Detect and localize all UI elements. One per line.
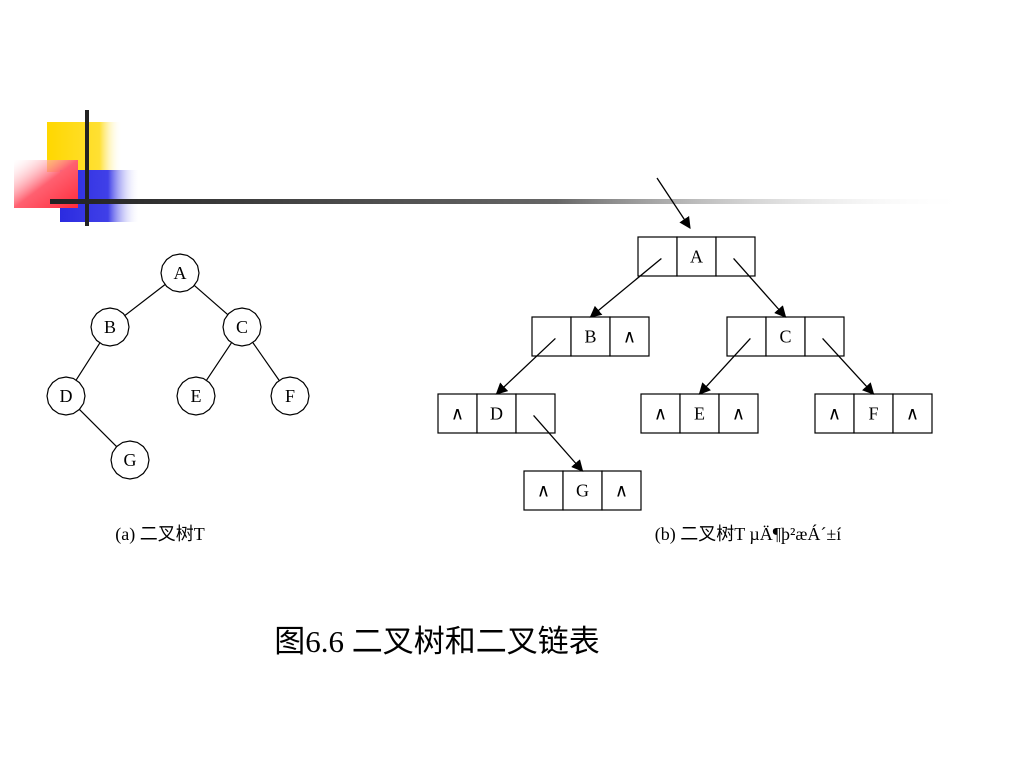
link-arrow-b-d [495, 337, 556, 395]
tree-node-e [176, 376, 216, 416]
left-pointer-value: ∧ [537, 481, 550, 501]
linked-node-data-cell [765, 316, 806, 357]
left-pointer-value: ∧ [654, 404, 667, 424]
tree-node-b [90, 307, 130, 347]
decor-vertical-bar [85, 110, 89, 226]
linked-node-left-cell [531, 316, 572, 357]
linked-list-caption: (b) 二叉树T µÄ¶þ²æÁ´±í [655, 523, 841, 545]
linked-node-a: A [637, 236, 756, 277]
left-pointer-value: ∧ [828, 404, 841, 424]
linked-node-data-cell [679, 393, 720, 434]
tree-node-f [270, 376, 310, 416]
linked-node-right-cell [892, 393, 933, 434]
tree-edge-b-d [75, 342, 101, 381]
tree-node-g [110, 440, 150, 480]
linked-node-right-cell [718, 393, 759, 434]
slide-decoration [14, 110, 970, 226]
node-data-label: C [779, 327, 791, 347]
tree-node-label: G [124, 450, 137, 470]
tree-node-label: E [191, 386, 202, 406]
right-pointer-value: ∧ [615, 481, 628, 501]
node-data-label: A [690, 247, 703, 267]
linked-node-e: ∧ E ∧ [640, 393, 759, 434]
node-data-label: B [584, 327, 596, 347]
linked-node-g: ∧ G ∧ [523, 470, 642, 511]
linked-node-left-cell [726, 316, 767, 357]
right-pointer-value: ∧ [732, 404, 745, 424]
linked-node-right-cell [804, 316, 845, 357]
tree-edge-c-e [206, 342, 232, 381]
linked-node-b: B∧ [531, 316, 650, 357]
figure-title: 图6.6 二叉树和二叉链表 [274, 624, 600, 659]
linked-node-right-cell [601, 470, 642, 511]
tree-edge-a-b [124, 284, 166, 316]
node-data-label: D [490, 404, 503, 424]
link-arrow-c-f [822, 338, 875, 395]
binary-tree-diagram: A B C D E F G [46, 253, 310, 480]
tree-node-d [46, 376, 86, 416]
tree-node-a [160, 253, 200, 293]
root-pointer-arrow [656, 177, 691, 229]
linked-node-data-cell [853, 393, 894, 434]
linked-node-left-cell [637, 236, 678, 277]
node-data-label: F [868, 404, 878, 424]
tree-edge-a-c [193, 285, 229, 315]
left-pointer-value: ∧ [451, 404, 464, 424]
right-pointer-value: ∧ [623, 327, 636, 347]
linked-node-right-cell [515, 393, 556, 434]
linked-node-c: C [726, 316, 845, 357]
link-arrow-a-b [589, 257, 662, 318]
link-arrow-a-c [733, 258, 787, 318]
linked-node-data-cell [476, 393, 517, 434]
tree-caption: (a) 二叉树T [115, 524, 204, 545]
node-data-label: E [694, 404, 705, 424]
linked-node-d: ∧D [437, 393, 556, 434]
binary-linked-list-diagram: AB∧C∧D∧E∧∧F∧∧G∧ [437, 177, 933, 511]
tree-node-label: D [60, 386, 73, 406]
linked-node-right-cell [609, 316, 650, 357]
tree-node-label: F [285, 386, 295, 406]
linked-node-data-cell [676, 236, 717, 277]
linked-node-f: ∧ F ∧ [814, 393, 933, 434]
right-pointer-value: ∧ [906, 404, 919, 424]
tree-node-label: B [104, 317, 116, 337]
link-arrow-d-g [533, 415, 584, 472]
tree-edge-c-f [252, 342, 280, 381]
link-arrow-c-e [698, 338, 751, 395]
linked-node-right-cell [715, 236, 756, 277]
node-data-label: G [576, 481, 589, 501]
tree-node-label: C [236, 317, 248, 337]
tree-node-label: A [174, 263, 187, 283]
decor-horizontal-rule [50, 199, 970, 204]
tree-node-c [222, 307, 262, 347]
tree-edge-d-g [79, 409, 117, 447]
